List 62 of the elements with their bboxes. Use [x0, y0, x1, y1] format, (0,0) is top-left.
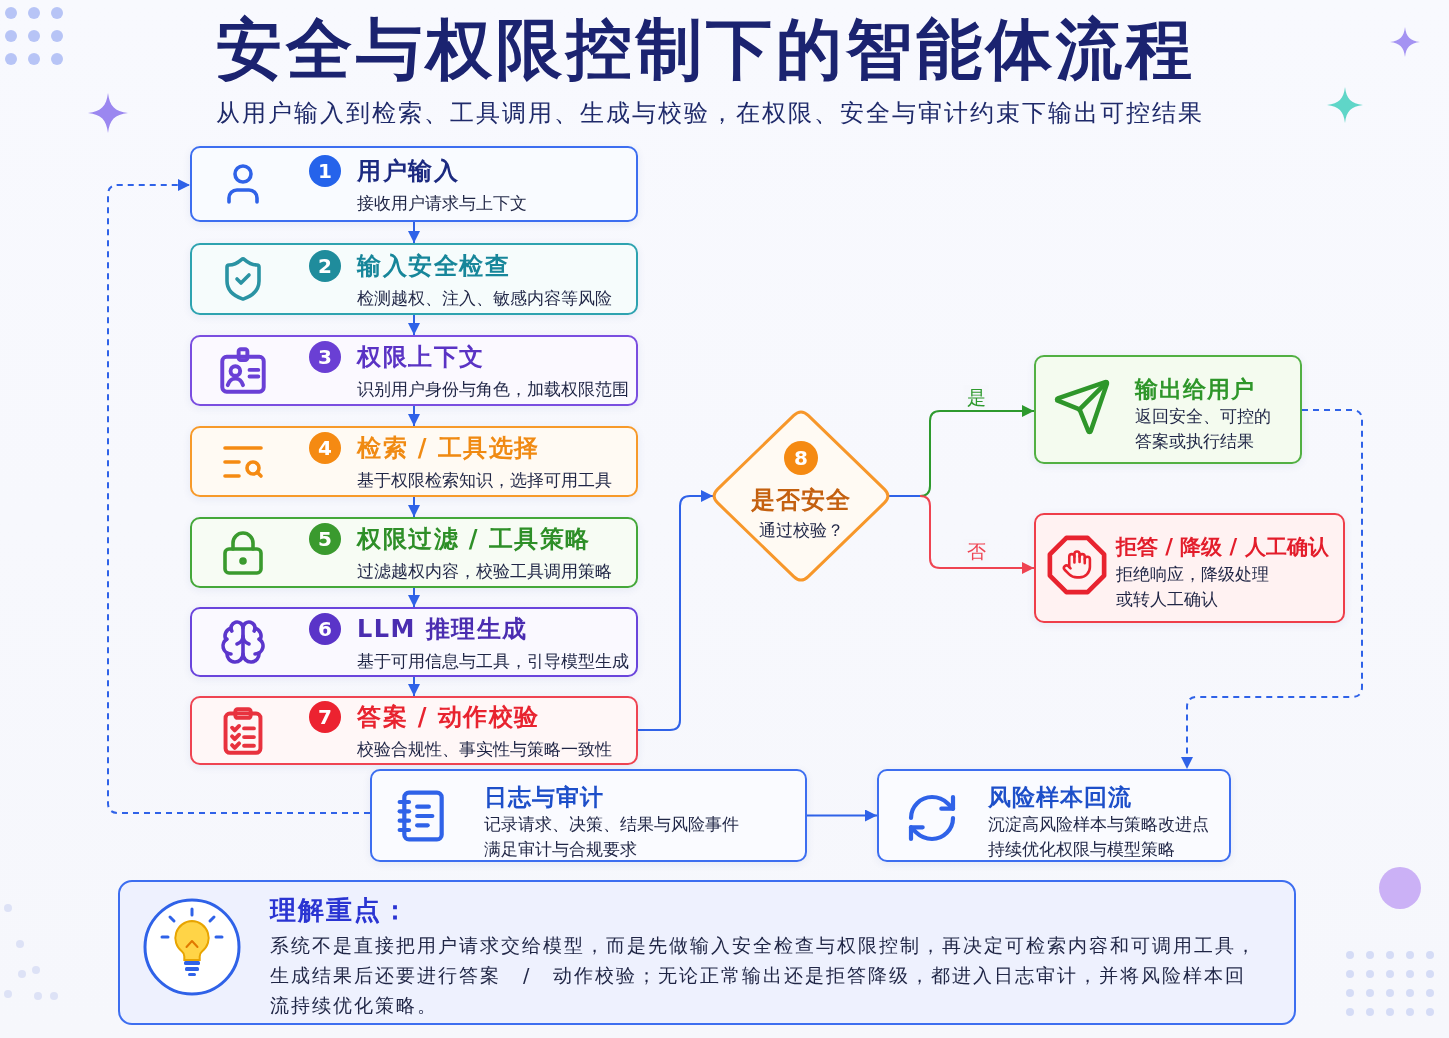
- note-panel: [118, 880, 1296, 1025]
- step-title: 用户输入: [357, 156, 459, 187]
- subtitle: 从用户输入到检索、工具调用、生成与校验，在权限、安全与审计约束下输出可控结果: [216, 98, 1204, 128]
- process-box: [190, 517, 638, 588]
- card-description: 满足审计与合规要求: [484, 838, 637, 861]
- result-box: [1034, 355, 1302, 464]
- step-number-badge: 3: [309, 341, 341, 373]
- step-number-badge: 2: [309, 250, 341, 282]
- arrow: [408, 587, 420, 608]
- process-box: [190, 607, 638, 677]
- arrow: [806, 809, 878, 822]
- step-title: LLM 推理生成: [357, 614, 528, 645]
- process-box: [190, 335, 638, 406]
- process-box: [190, 696, 638, 765]
- step-description: 基于权限检索知识，选择可用工具: [357, 469, 612, 491]
- arrow: [408, 314, 420, 336]
- result-box: [370, 769, 807, 862]
- result-box: [877, 769, 1231, 862]
- step-title: 权限过滤 / 工具策略: [357, 524, 591, 555]
- step-description: 检测越权、注入、敏感内容等风险: [357, 287, 612, 309]
- page-title: 安全与权限控制下的智能体流程: [216, 12, 1196, 88]
- step-number-badge: 6: [309, 613, 341, 645]
- step-description: 过滤越权内容，校验工具调用策略: [357, 560, 612, 582]
- card-description: 返回安全、可控的答案或执行结果: [1135, 405, 1272, 453]
- card-description: 持续优化权限与模型策略: [988, 838, 1175, 861]
- decision-diamond: [713, 411, 889, 581]
- step-number-badge: 1: [309, 155, 341, 187]
- arrow: [408, 405, 420, 427]
- card-description: 记录请求、决策、结果与风险事件: [484, 813, 739, 836]
- arrow: [408, 221, 420, 244]
- process-box: [190, 243, 638, 315]
- dashed-arrow: [107, 179, 371, 814]
- arrow: [919, 495, 1035, 574]
- card-title: 输出给用户: [1135, 375, 1255, 404]
- card-description: 沉淀高风险样本与策略改进点: [988, 813, 1209, 836]
- step-title: 答案 / 动作校验: [357, 702, 540, 733]
- step-description: 基于可用信息与工具，引导模型生成: [357, 650, 629, 672]
- step-number-badge: 5: [309, 523, 341, 555]
- step-description: 校验合规性、事实性与策略一致性: [357, 738, 612, 760]
- step-description: 接收用户请求与上下文: [357, 192, 527, 214]
- card-title: 风险样本回流: [988, 783, 1132, 812]
- arrow: [637, 490, 714, 731]
- dashed-arrow: [1181, 409, 1363, 770]
- process-box: [190, 426, 638, 497]
- arrow: [408, 496, 420, 518]
- result-box: [1034, 513, 1345, 623]
- step-title: 权限上下文: [357, 342, 485, 373]
- step-description: 识别用户身份与角色，加载权限范围: [357, 378, 629, 400]
- note-text: 系统不是直接把用户请求交给模型，而是先做输入安全检查与权限控制，再决定可检索内容和可调用工具，生成结果后还要进行答案 / 动作校验；无论正常输出还是拒答降级，都进入日志审计，并将风险样本回流持续优化策略。: [270, 933, 1258, 1018]
- decision-question: 通过校验？: [758, 519, 844, 541]
- step-number-badge: 4: [309, 432, 341, 464]
- step-number-badge: 7: [309, 701, 341, 733]
- card-title: 拒答 / 降级 / 人工确认: [1116, 534, 1329, 561]
- connector-line: [888, 495, 921, 497]
- step-title: 输入安全检查: [357, 251, 510, 282]
- step-title: 检索 / 工具选择: [357, 433, 540, 464]
- card-title: 日志与审计: [484, 783, 604, 812]
- note-title: 理解重点：: [270, 894, 410, 927]
- arrow: [408, 676, 420, 697]
- process-box: [190, 146, 638, 222]
- decision-title: 是否安全: [751, 485, 851, 515]
- card-description: 拒绝响应，降级处理或转人工确认: [1116, 563, 1270, 611]
